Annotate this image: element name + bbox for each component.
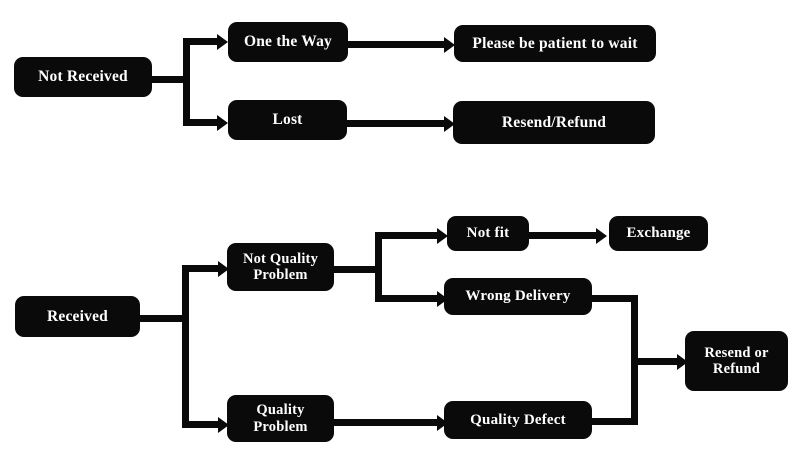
connector-wrong-delivery-to-merge (586, 295, 638, 302)
connector-quality-defect-to-merge (586, 418, 638, 425)
arrowhead-not-quality-problem (218, 260, 229, 277)
arrowhead-quality-defect (437, 414, 448, 431)
node-not-fit[interactable]: Not fit (447, 216, 529, 251)
connector-one-the-way-to-please-wait (348, 41, 448, 48)
node-one-the-way[interactable]: One the Way (228, 22, 348, 62)
node-label-quality-problem: Quality Problem (253, 402, 308, 435)
arrowhead-lost (217, 114, 228, 131)
node-lost[interactable]: Lost (228, 100, 347, 140)
node-label-resend-refund: Resend/Refund (501, 113, 607, 131)
node-exchange[interactable]: Exchange (609, 216, 708, 251)
connector-split-riser-top (183, 38, 190, 126)
connector-not-quality-problem-to-split2 (333, 266, 381, 273)
arrowhead-quality-problem (218, 416, 229, 433)
arrowhead-please-wait (444, 36, 455, 53)
connector-split-to-not-quality-problem (182, 265, 222, 272)
node-label-not-quality-problem: Not Quality Problem (242, 250, 319, 283)
node-label-resend-or-refund: Resend or Refund (704, 344, 769, 377)
arrowhead-wrong-delivery (437, 290, 448, 307)
node-quality-problem[interactable]: Quality Problem (227, 395, 334, 442)
arrowhead-resend-refund (444, 115, 455, 132)
node-resend-refund[interactable]: Resend/Refund (453, 101, 655, 144)
arrowhead-not-fit (437, 227, 448, 244)
arrowhead-exchange (596, 227, 607, 244)
node-received[interactable]: Received (15, 296, 140, 337)
node-label-quality-defect: Quality Defect (470, 411, 566, 428)
node-label-not-fit: Not fit (466, 225, 510, 242)
node-label-received: Received (47, 307, 108, 325)
connector-split2-to-not-fit (375, 232, 441, 239)
connector-received-to-split (138, 315, 186, 322)
node-not-quality-problem[interactable]: Not Quality Problem (227, 243, 334, 291)
node-label-exchange: Exchange (626, 225, 691, 242)
connector-quality-problem-to-quality-defect (333, 419, 441, 426)
node-label-not-received: Not Received (38, 68, 128, 86)
connector-split2-to-wrong-delivery (375, 295, 441, 302)
connector-not-received-to-split (150, 76, 190, 83)
connector-split2-riser (375, 232, 382, 302)
connector-merge-to-resend-or-refund (631, 358, 681, 365)
connector-not-fit-to-exchange (528, 232, 600, 239)
node-label-wrong-delivery: Wrong Delivery (465, 288, 571, 305)
node-label-please-be-patient-to-wait: Please be patient to wait (472, 34, 638, 52)
connector-split-to-quality-problem (182, 421, 222, 428)
node-not-received[interactable]: Not Received (14, 57, 152, 97)
node-wrong-delivery[interactable]: Wrong Delivery (444, 278, 592, 315)
node-label-lost: Lost (272, 111, 303, 129)
node-please-be-patient-to-wait[interactable]: Please be patient to wait (454, 25, 656, 62)
node-resend-or-refund[interactable]: Resend or Refund (685, 331, 788, 391)
node-label-one-the-way: One the Way (243, 33, 333, 51)
connector-split-to-one-the-way (183, 38, 221, 45)
arrowhead-one-the-way (217, 33, 228, 50)
node-quality-defect[interactable]: Quality Defect (444, 401, 592, 439)
connector-split-to-lost (183, 119, 221, 126)
arrowhead-resend-or-refund (677, 353, 688, 370)
connector-lost-to-resend-refund (346, 120, 448, 127)
connector-split-riser-bottom (182, 265, 189, 428)
